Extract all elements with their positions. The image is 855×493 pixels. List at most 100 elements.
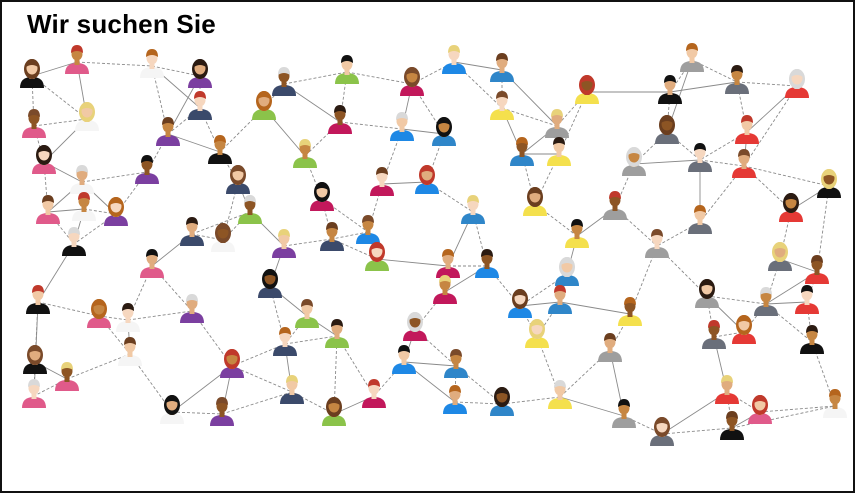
network-edge [284, 335, 338, 345]
person-avatar-icon [293, 139, 317, 168]
person-avatar-icon [26, 285, 50, 314]
network-edge [559, 396, 625, 417]
person-avatar-icon [680, 43, 704, 72]
person-avatar-icon [75, 102, 99, 131]
person-avatar-icon [523, 187, 547, 216]
person-avatar-icon [32, 145, 56, 174]
person-avatar-icon [370, 167, 394, 196]
network-edge [486, 265, 521, 307]
network-edge [127, 310, 193, 321]
network-edge [151, 65, 201, 77]
network-edge [283, 71, 348, 85]
network-edge [414, 328, 457, 367]
person-avatar-icon [208, 135, 232, 164]
person-avatar-icon [390, 112, 414, 141]
person-avatar-icon [238, 195, 262, 224]
network-edge [633, 159, 701, 165]
person-avatar-icon [725, 65, 749, 94]
network-edge [76, 61, 153, 67]
person-avatar-icon [748, 395, 772, 424]
person-avatar-icon [320, 222, 344, 251]
person-avatar-icon [188, 91, 212, 120]
network-edge [66, 353, 131, 380]
person-avatar-icon [645, 229, 669, 258]
network-edge [426, 181, 474, 213]
network-edge [661, 427, 733, 435]
network-edges [31, 59, 836, 435]
network-edge [691, 59, 738, 83]
person-avatar-icon [432, 117, 456, 146]
person-avatar-icon [295, 299, 319, 328]
person-avatar-icon [805, 255, 829, 284]
person-avatar-icon [436, 249, 460, 278]
person-avatar-icon [156, 117, 180, 146]
person-avatar-icon [252, 91, 276, 120]
network-edge [534, 203, 578, 237]
network-edge [47, 208, 85, 213]
person-avatar-icon [210, 397, 234, 426]
network-edge [713, 331, 745, 338]
person-avatar-icon [272, 67, 296, 96]
person-avatar-icon [622, 147, 646, 176]
network-edge [331, 231, 369, 240]
person-avatar-icon [618, 297, 642, 326]
person-avatar-icon [328, 105, 352, 134]
person-avatar-icon [273, 327, 297, 356]
network-edge [37, 301, 100, 317]
person-avatar-icon [508, 289, 532, 318]
person-avatar-icon [732, 149, 756, 178]
person-avatar-icon [310, 182, 334, 211]
person-avatar-icon [335, 55, 359, 84]
person-avatar-icon [140, 49, 164, 78]
person-avatar-icon [715, 375, 739, 404]
person-avatar-icon [795, 285, 819, 314]
network-edge [376, 258, 449, 267]
person-avatar-icon [817, 169, 841, 198]
person-avatar-icon [443, 385, 467, 414]
network-edge [283, 238, 333, 247]
person-avatar-icon [356, 215, 380, 244]
person-avatar-icon [650, 417, 674, 446]
person-avatar-icon [325, 319, 349, 348]
network-edge [167, 133, 221, 153]
network-edge [191, 211, 251, 235]
person-avatar-icon [548, 380, 572, 409]
person-avatar-icon [415, 165, 439, 194]
person-avatar-icon [55, 362, 79, 391]
network-edge [521, 153, 536, 205]
network-edge [231, 365, 293, 393]
person-avatar-icon [160, 395, 184, 424]
network-edge [736, 81, 798, 87]
network-edge [669, 81, 738, 93]
person-avatar-icon [135, 155, 159, 184]
person-avatar-icon [768, 242, 792, 271]
person-avatar-icon [688, 143, 712, 172]
person-avatar-icon [545, 109, 569, 138]
person-avatar-icon [490, 91, 514, 120]
person-avatar-icon [116, 303, 140, 332]
person-avatar-icon [22, 109, 46, 138]
person-avatar-icon [365, 242, 389, 271]
person-avatar-icon [779, 193, 803, 222]
network-edge [339, 121, 403, 130]
person-avatar-icon [785, 69, 809, 98]
person-avatar-icon [87, 299, 111, 328]
network-avatars [20, 43, 847, 446]
network-edge [699, 159, 745, 167]
network-edge [699, 131, 748, 161]
person-avatar-icon [695, 279, 719, 308]
person-avatar-icon [598, 333, 622, 362]
network-edge [81, 171, 148, 183]
person-avatar-icon [22, 379, 46, 408]
network-edge [743, 165, 830, 187]
person-avatar-icon [442, 45, 466, 74]
person-avatar-icon [118, 337, 142, 366]
network-edge [321, 198, 369, 233]
person-avatar-icon [475, 249, 499, 278]
network-edge [453, 61, 503, 71]
network-edge [403, 361, 457, 367]
person-avatar-icon [754, 287, 778, 316]
person-avatar-icon [612, 399, 636, 428]
network-edge [31, 61, 78, 77]
